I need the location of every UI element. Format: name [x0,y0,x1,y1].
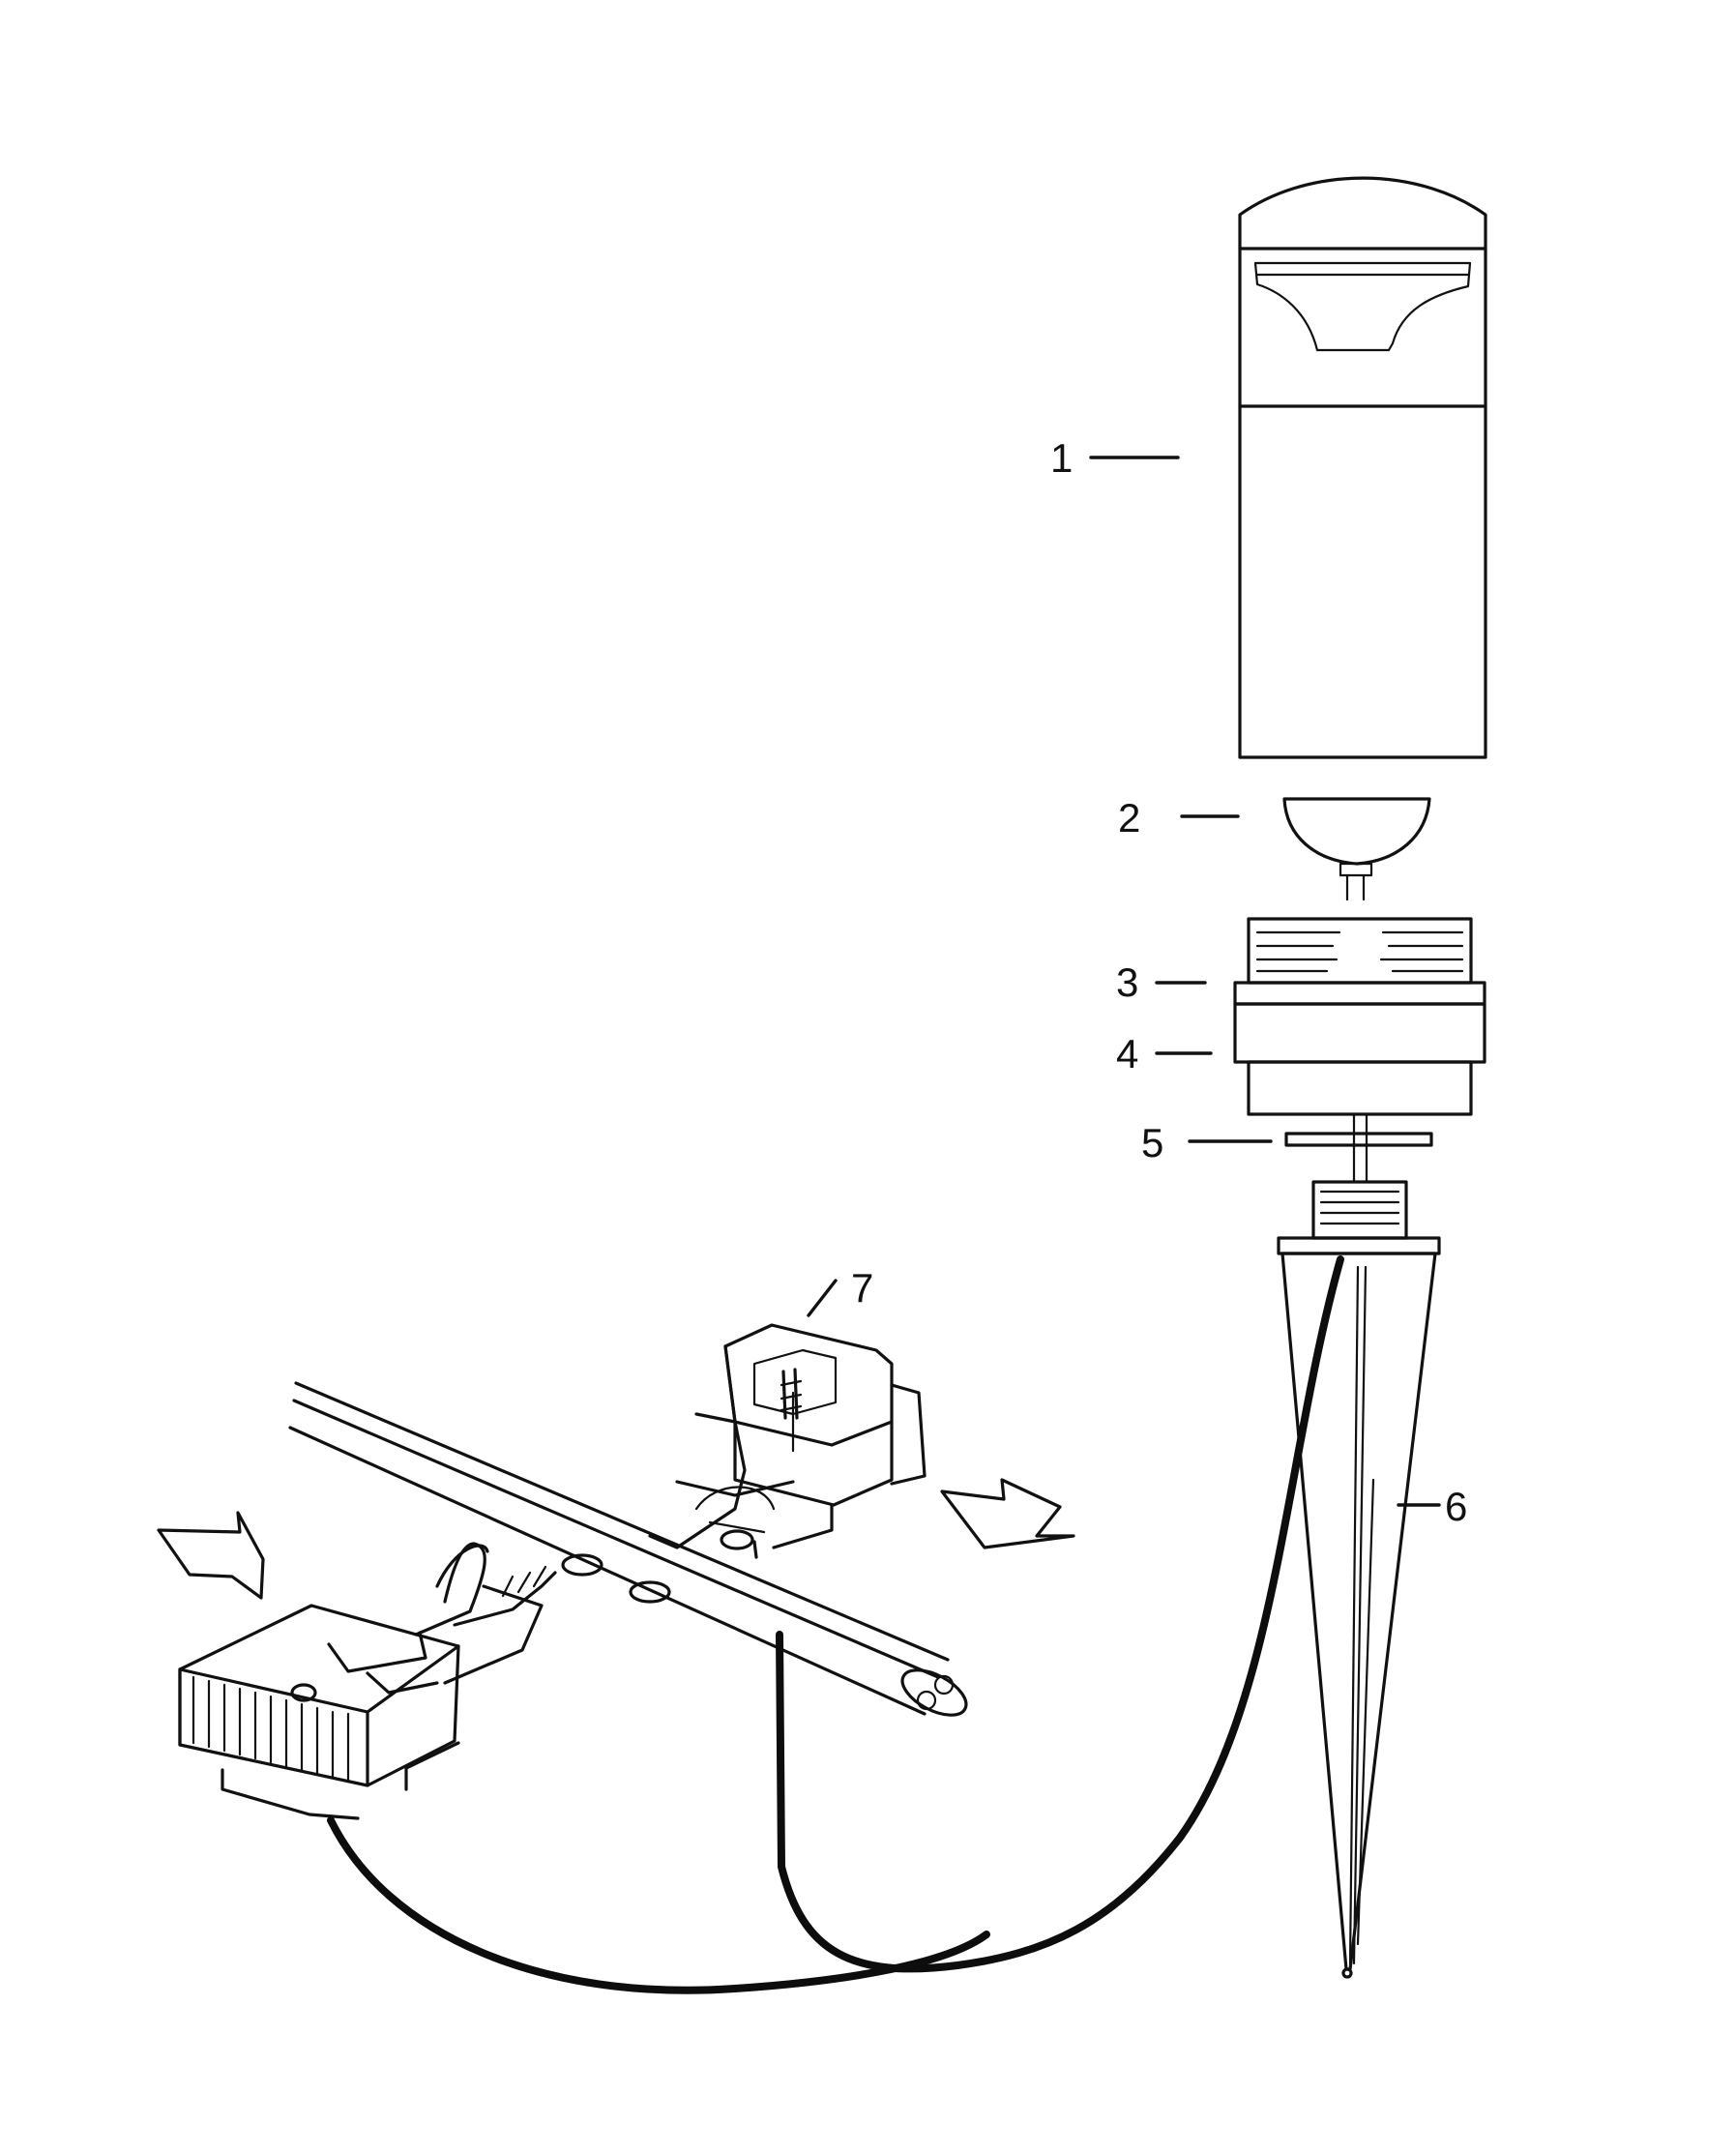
leader-lines [807,456,1441,1507]
clip-connector [648,1323,927,1559]
ground-spike [1277,1236,1441,1979]
label-part-4: 4 [1116,1031,1138,1076]
socket-lower [1233,1002,1486,1116]
twin-cable [288,1381,968,1717]
label-part-1: 1 [1050,435,1073,481]
contact-pins [561,1529,754,1604]
reflector-bulb [1282,797,1431,901]
label-part-7: 7 [851,1265,873,1311]
socket-upper [1233,917,1486,1006]
threaded-coupler [1311,1180,1408,1240]
gasket-washer [1284,1112,1433,1184]
lamp-housing [1238,176,1487,759]
label-part-2: 2 [1118,795,1140,841]
label-part-5: 5 [1141,1120,1163,1165]
label-part-6: 6 [1445,1484,1467,1529]
assembly-arrow-right [940,1478,1075,1549]
assembly-arrow-left [157,1511,265,1600]
connection-wires [327,1255,1344,1994]
label-part-3: 3 [1116,959,1138,1005]
plug-connector [178,1542,557,1820]
